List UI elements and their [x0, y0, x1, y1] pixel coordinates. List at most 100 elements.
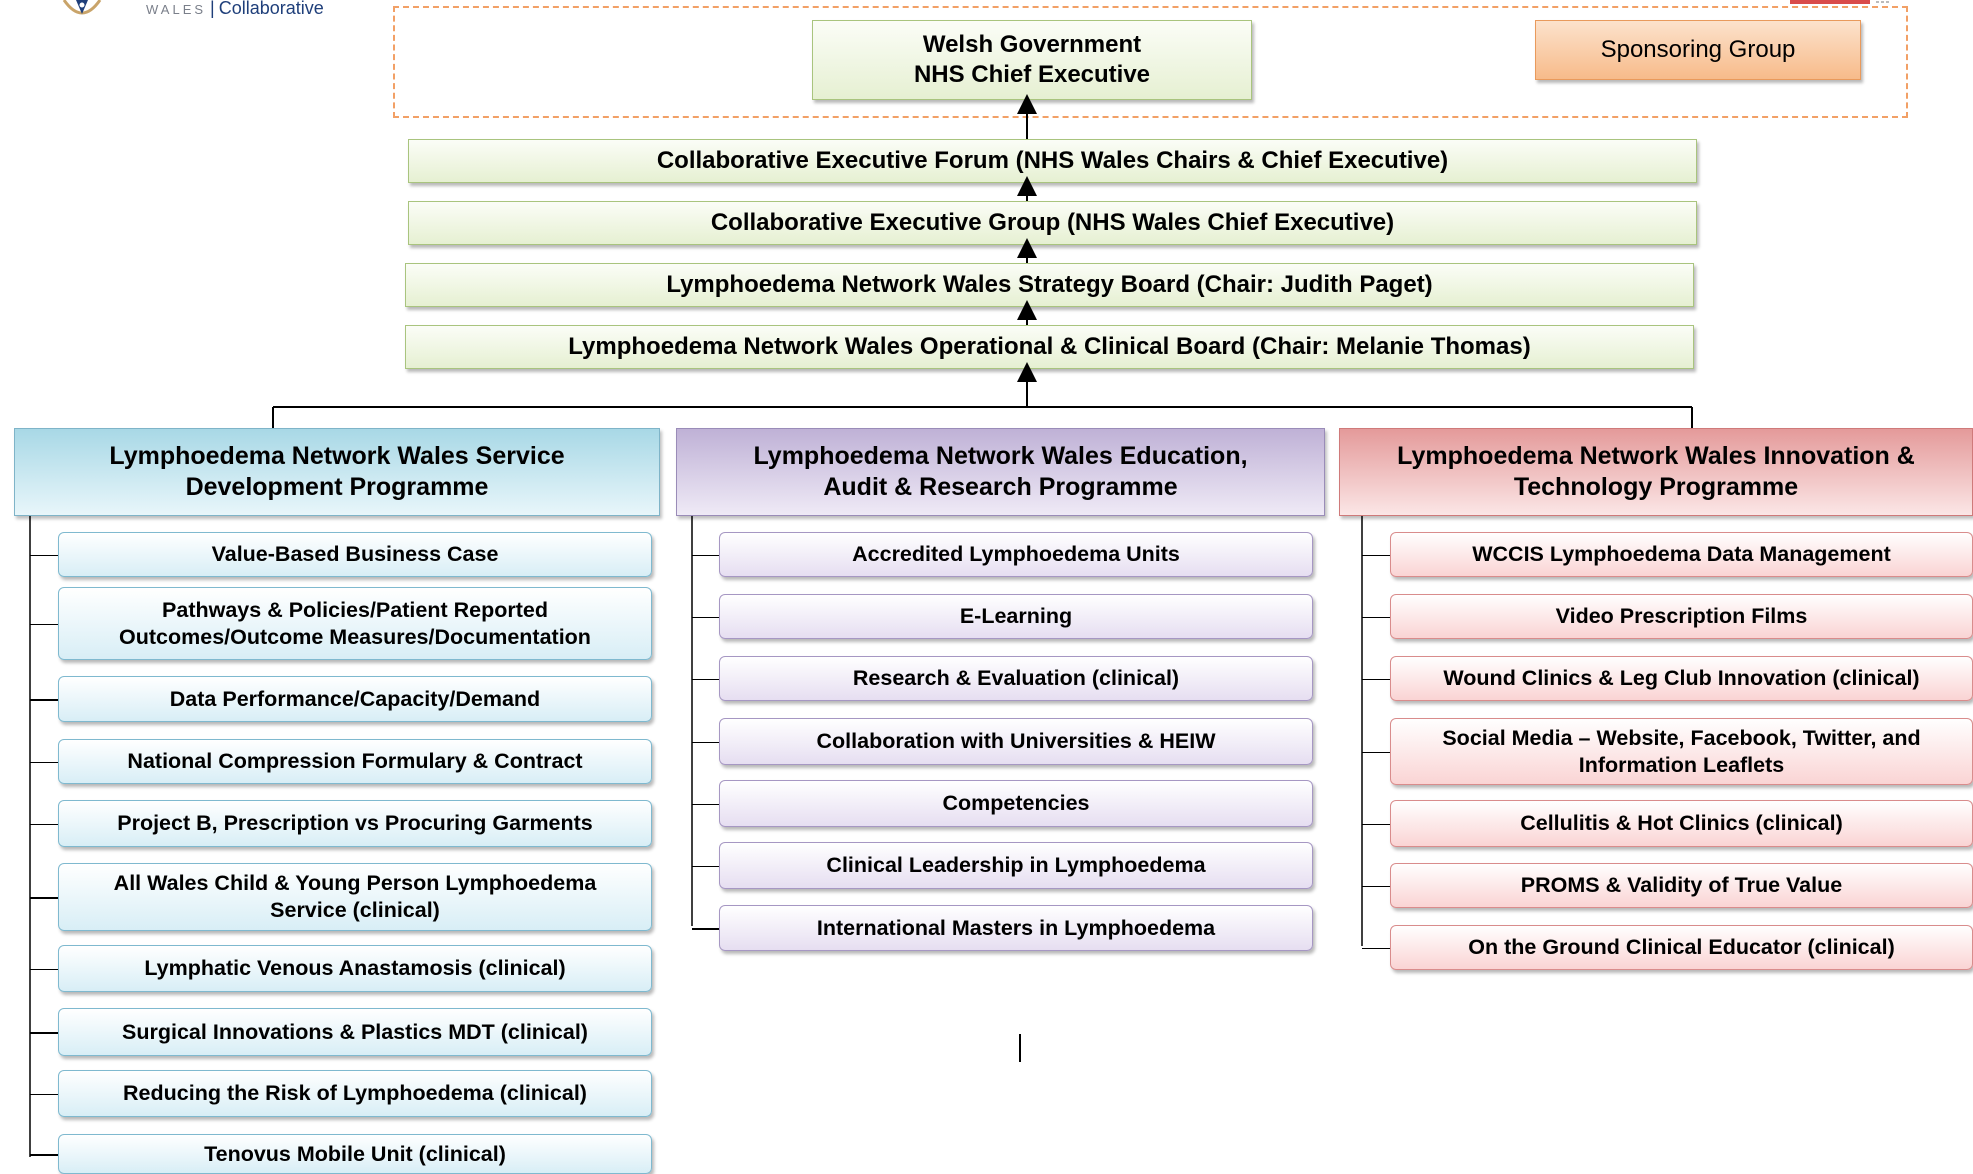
- item-connector: [30, 1154, 58, 1156]
- sponsoring-group-label: Sponsoring Group: [1600, 36, 1796, 63]
- programme-item: Reducing the Risk of Lymphoedema (clinic…: [58, 1070, 652, 1117]
- programme-title-line2: Development Programme: [185, 473, 489, 501]
- item-connector: [1362, 554, 1390, 556]
- programme-item-label: Tenovus Mobile Unit (clinical): [204, 1141, 506, 1166]
- programme-item-label: Clinical Leadership in Lymphoedema: [826, 853, 1206, 878]
- executive-forum-box: Collaborative Executive Forum (NHS Wales…: [408, 139, 1697, 183]
- programme-item: Video Prescription Films: [1390, 594, 1973, 639]
- programme-item: Cellulitis & Hot Clinics (clinical): [1390, 800, 1973, 847]
- item-connector: [30, 554, 58, 556]
- item-connector: [30, 823, 58, 825]
- item-connector: [1362, 678, 1390, 680]
- strategy-board-box: Lymphoedema Network Wales Strategy Board…: [405, 263, 1694, 307]
- programme-item-label: Video Prescription Films: [1555, 604, 1808, 629]
- operational-board-box: Lymphoedema Network Wales Operational & …: [405, 325, 1694, 369]
- programme-title-line2: Audit & Research Programme: [823, 473, 1178, 501]
- item-connector: [692, 678, 719, 680]
- programme-item-label: Surgical Innovations & Plastics MDT (cli…: [122, 1019, 588, 1044]
- item-connector: [30, 968, 58, 970]
- programme-item: Research & Evaluation (clinical): [719, 656, 1313, 701]
- programme-item-label: PROMS & Validity of True Value: [1520, 873, 1843, 898]
- programme-header-innovation: Lymphoedema Network Wales Innovation & T…: [1339, 428, 1973, 516]
- logo-text: WALES|Collaborative: [146, 0, 324, 18]
- collaborative-logo-icon: [62, 0, 102, 15]
- welsh-government-line2: NHS Chief Executive: [913, 61, 1151, 88]
- item-connector: [692, 616, 719, 618]
- programme-item: Accredited Lymphoedema Units: [719, 532, 1313, 577]
- programme-item-label: Reducing the Risk of Lymphoedema (clinic…: [123, 1081, 587, 1106]
- programme-item-label: Project B, Prescription vs Procuring Gar…: [117, 811, 593, 836]
- programme-item: Value-Based Business Case: [58, 532, 652, 577]
- programme-item: Collaboration with Universities & HEIW: [719, 718, 1313, 765]
- item-connector: [692, 865, 719, 867]
- executive-group-label: Collaborative Executive Group (NHS Wales…: [710, 209, 1395, 236]
- programme-title-line1: Lymphoedema Network Wales Service: [109, 441, 565, 470]
- programme-item-label: Data Performance/Capacity/Demand: [169, 686, 541, 711]
- programme-item-label: Collaboration with Universities & HEIW: [816, 729, 1216, 754]
- item-connector: [30, 699, 58, 701]
- programme-item: International Masters in Lymphoedema: [719, 905, 1313, 951]
- programme-title-line2: Technology Programme: [1513, 473, 1799, 501]
- programme-title-line1: Lymphoedema Network Wales Innovation &: [1397, 441, 1915, 470]
- programme-item: National Compression Formulary & Contrac…: [58, 739, 652, 784]
- programme-item-label: Competencies: [942, 791, 1090, 816]
- programme-item: WCCIS Lymphoedema Data Management: [1390, 532, 1973, 577]
- programme-item-label: Outcomes/Outcome Measures/Documentation: [119, 624, 591, 649]
- programme-item-label: Lymphatic Venous Anastamosis (clinical): [144, 956, 566, 981]
- programme-item-label: Pathways & Policies/Patient Reported: [162, 597, 548, 622]
- item-connector: [1362, 823, 1390, 825]
- programme-item-label: All Wales Child & Young Person Lymphoede…: [113, 871, 597, 896]
- sponsoring-group-frame: [393, 6, 1908, 118]
- programme-item: Competencies: [719, 780, 1313, 827]
- programme-item: PROMS & Validity of True Value: [1390, 863, 1973, 908]
- item-connector: [30, 1032, 58, 1034]
- programme-item: Social Media – Website, Facebook, Twitte…: [1390, 718, 1973, 785]
- programme-item: Surgical Innovations & Plastics MDT (cli…: [58, 1008, 652, 1056]
- programme-item-label: National Compression Formulary & Contrac…: [127, 749, 583, 774]
- item-connector: [692, 554, 719, 556]
- programme-header-service: Lymphoedema Network Wales Service Develo…: [14, 428, 660, 516]
- programme-item-label: Accredited Lymphoedema Units: [852, 542, 1180, 567]
- programme-title-line1: Lymphoedema Network Wales Education,: [753, 441, 1248, 470]
- programme-item-label: Service (clinical): [270, 898, 440, 922]
- programme-item-label: Cellulitis & Hot Clinics (clinical): [1520, 811, 1843, 836]
- programme-header-education: Lymphoedema Network Wales Education, Aud…: [676, 428, 1325, 516]
- item-connector: [30, 1093, 58, 1095]
- item-connector: [1362, 616, 1390, 618]
- operational-board-label: Lymphoedema Network Wales Operational & …: [568, 333, 1531, 360]
- programme-item-label: Wound Clinics & Leg Club Innovation (cli…: [1443, 666, 1920, 691]
- programme-item-label: Information Leaflets: [1578, 752, 1785, 777]
- strategy-board-label: Lymphoedema Network Wales Strategy Board…: [666, 271, 1433, 298]
- programme-item-label: Value-Based Business Case: [211, 542, 499, 567]
- programme-item: E-Learning: [719, 594, 1313, 639]
- item-connector: [692, 928, 719, 930]
- programme-item: Lymphatic Venous Anastamosis (clinical): [58, 945, 652, 992]
- programme-item-label: Social Media – Website, Facebook, Twitte…: [1442, 725, 1921, 750]
- programme-item: Clinical Leadership in Lymphoedema: [719, 842, 1313, 889]
- programme-item-label: Research & Evaluation (clinical): [852, 666, 1180, 691]
- programme-item: On the Ground Clinical Educator (clinica…: [1390, 925, 1973, 970]
- programme-item: Tenovus Mobile Unit (clinical): [58, 1134, 652, 1174]
- programme-item-label: On the Ground Clinical Educator (clinica…: [1468, 935, 1895, 960]
- corner-logo-fragment-icon: [1790, 0, 1890, 4]
- item-connector: [1362, 947, 1390, 949]
- programme-item-label: WCCIS Lymphoedema Data Management: [1472, 542, 1891, 567]
- programme-item: Project B, Prescription vs Procuring Gar…: [58, 800, 652, 847]
- executive-group-box: Collaborative Executive Group (NHS Wales…: [408, 201, 1697, 245]
- item-connector: [692, 803, 719, 805]
- item-connector: [30, 761, 58, 763]
- programme-item: Data Performance/Capacity/Demand: [58, 676, 652, 722]
- programme-item: All Wales Child & Young Person Lymphoede…: [58, 863, 652, 931]
- programme-item-label: International Masters in Lymphoedema: [816, 915, 1216, 940]
- item-connector: [30, 897, 58, 899]
- programme-item-label: E-Learning: [959, 604, 1073, 629]
- programme-item: Wound Clinics & Leg Club Innovation (cli…: [1390, 656, 1973, 701]
- welsh-government-line1: Welsh Government: [922, 31, 1142, 58]
- logo-country: WALES: [146, 2, 207, 17]
- item-connector: [30, 623, 58, 625]
- logo-name: Collaborative: [218, 0, 324, 18]
- item-connector: [1362, 885, 1390, 887]
- executive-forum-label: Collaborative Executive Forum (NHS Wales…: [656, 147, 1449, 174]
